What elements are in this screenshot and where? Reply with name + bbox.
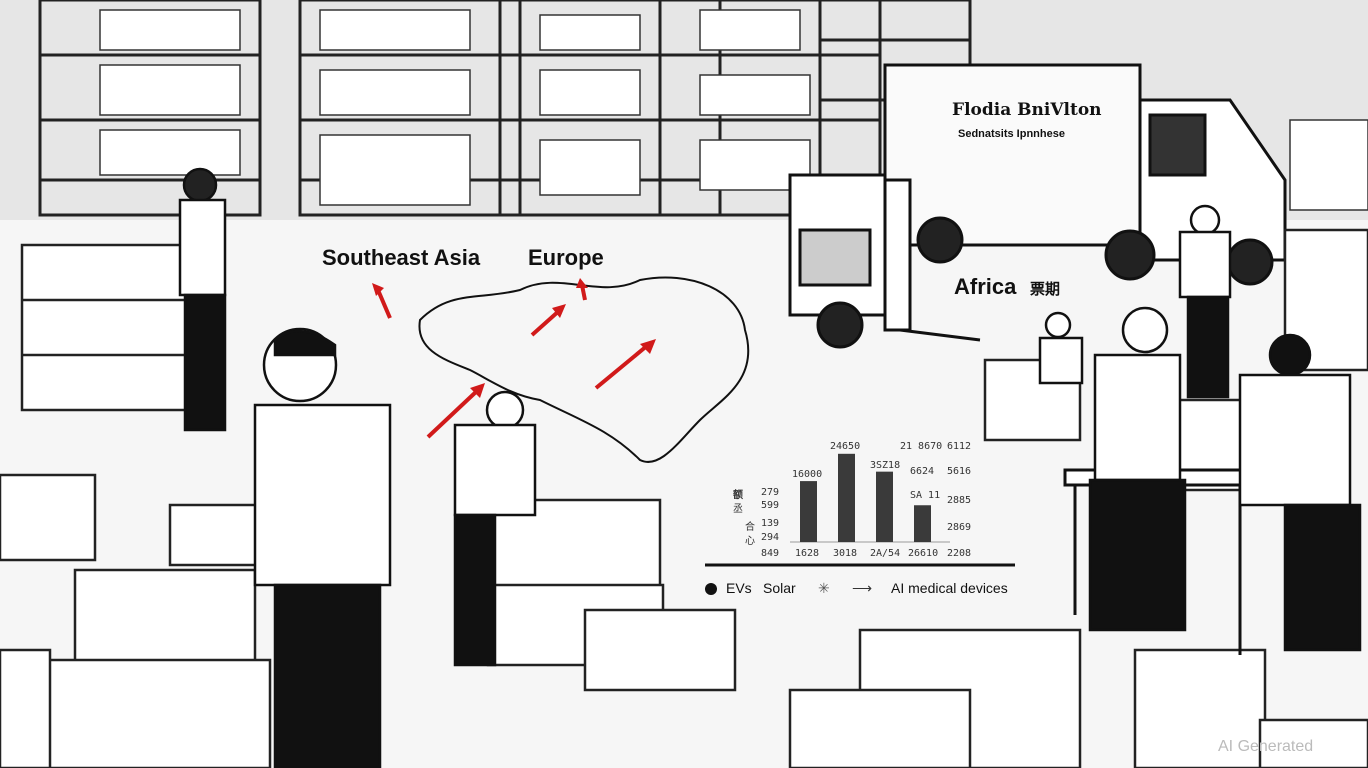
left-glyph: 额 <box>733 490 743 501</box>
right-tick: 2869 <box>947 522 972 533</box>
cardboard-boxes <box>0 228 1368 768</box>
label-africa-glyph: 票期 <box>1030 281 1061 298</box>
forklift <box>788 173 981 349</box>
bar-label: 16000 <box>792 469 823 480</box>
watermark: AI Generated <box>1218 738 1314 755</box>
left-tick: 294 <box>761 532 780 543</box>
left-glyph: 丞 <box>733 504 743 515</box>
left-tick: 599 <box>761 500 780 511</box>
workers <box>178 167 1362 768</box>
right-tick: 5616 <box>947 466 972 477</box>
right-top-label: 21 8670 <box>900 441 943 452</box>
x-tick: 1628 <box>795 548 820 559</box>
legend-evs: EVs <box>726 580 752 596</box>
legend-ai-medical: AI medical devices <box>891 580 1008 596</box>
worker <box>253 327 392 768</box>
worker <box>1238 333 1362 652</box>
world-map <box>418 276 750 463</box>
left-glyph: 心 <box>745 536 755 547</box>
worker <box>1038 311 1084 385</box>
bar-label: 3SZ18 <box>870 460 901 471</box>
right-tick: 2208 <box>947 548 972 559</box>
left-tick: 279 <box>761 487 780 498</box>
label-europe: Europe <box>528 245 604 270</box>
right-tick: 6112 <box>947 441 972 452</box>
worker <box>1178 204 1232 399</box>
legend-dot-evs <box>705 583 717 595</box>
chart-bar <box>914 505 931 542</box>
worker <box>1088 306 1187 632</box>
delivery-truck <box>883 63 1287 286</box>
legend-solar-icon: ✳ <box>818 580 830 596</box>
trade-arrows <box>372 278 656 439</box>
right-tick: 2885 <box>947 495 972 506</box>
truck-subtitle: Sednatsits Ipnnhese <box>958 128 1065 140</box>
right-top-label: 6624 <box>910 466 935 477</box>
left-tick: 139 <box>761 518 780 529</box>
x-tick: 3018 <box>833 548 858 559</box>
label-southeast-asia: Southeast Asia <box>322 245 481 270</box>
bar-label: SA 11 <box>910 490 941 501</box>
left-tick: 849 <box>761 548 780 559</box>
left-glyph: 合 <box>745 522 755 533</box>
worker <box>453 390 537 667</box>
worker <box>178 167 227 432</box>
chart-bars <box>800 453 931 542</box>
legend-ai-icon: ⟶ <box>852 580 873 596</box>
x-tick: 2A/54 <box>870 548 901 559</box>
label-africa: Africa <box>954 274 1017 299</box>
chart-bar <box>800 481 817 542</box>
truck-title: Flodia BniVlton <box>952 100 1102 120</box>
chart-bar <box>838 453 855 542</box>
bar-label: 24650 <box>830 441 861 452</box>
x-tick: 26610 <box>908 548 939 559</box>
shelf-boxes <box>99 9 1368 211</box>
chart-bar <box>876 471 893 542</box>
legend-solar: Solar <box>763 580 796 596</box>
